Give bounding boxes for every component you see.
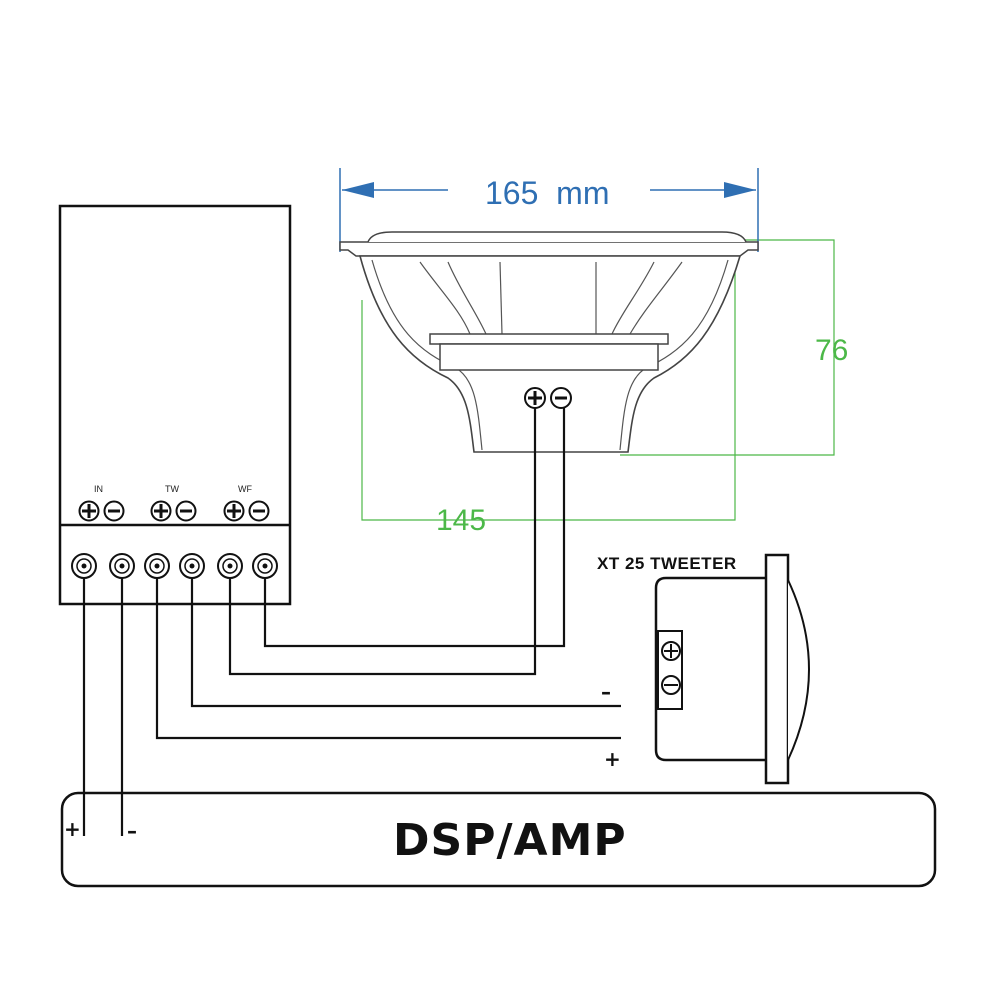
tweeter-body — [654, 576, 770, 762]
wiring — [82, 408, 621, 836]
minus-terminal-icon — [248, 500, 270, 522]
woofer-spoke-1 — [419, 261, 471, 335]
plus-terminal-icon — [223, 500, 245, 522]
wire-tw-minus — [190, 578, 621, 708]
minus-terminal-icon — [175, 500, 197, 522]
tweeter-plus-sign: + — [604, 747, 621, 771]
terminal-group-label-wf: WF — [238, 484, 252, 494]
amp-label: DSP/AMP — [393, 815, 627, 866]
screw-terminal-icon — [217, 553, 243, 579]
screw-terminal-icon — [71, 553, 97, 579]
screw-terminal-icon — [144, 553, 170, 579]
crossover-body — [58, 204, 292, 606]
terminal-group-label-in: IN — [94, 484, 103, 494]
woofer-rim — [367, 231, 747, 243]
woofer-spoke-3 — [499, 261, 503, 335]
screw-terminal-icon — [179, 553, 205, 579]
terminal-group-label-tw: TW — [165, 484, 179, 494]
plus-terminal-icon — [524, 387, 546, 409]
woofer-flange — [339, 241, 759, 257]
tweeter-label: XT 25 TWEETER — [597, 554, 737, 573]
woofer-mount-dimension-lines — [361, 255, 736, 521]
woofer-height-dimension-lines — [620, 239, 835, 456]
woofer: 165 mm 76 145 — [339, 168, 848, 537]
woofer-height-label: 76 — [815, 334, 848, 367]
woofer-spoke-2 — [447, 261, 487, 335]
tweeter-minus-sign: – — [601, 680, 611, 704]
tweeter-dome — [787, 579, 810, 761]
crossover: IN TW WF — [58, 204, 292, 606]
woofer-spoke-6 — [629, 261, 683, 335]
wire-wf-minus — [263, 408, 566, 648]
woofer-width-label: 165 mm — [485, 175, 609, 211]
plus-terminal-icon — [78, 500, 100, 522]
arrow-left-icon — [342, 182, 448, 198]
wire-tw-plus — [155, 578, 621, 740]
minus-terminal-icon — [550, 387, 572, 409]
minus-terminal-icon — [103, 500, 125, 522]
tweeter: XT 25 TWEETER – + — [597, 553, 810, 785]
amp-plus-sign: + — [64, 817, 81, 841]
screw-terminal-icon — [661, 641, 681, 661]
plus-terminal-icon — [150, 500, 172, 522]
screw-terminal-icon — [109, 553, 135, 579]
screw-terminal-icon — [661, 675, 681, 695]
amp-minus-sign: – — [127, 819, 137, 843]
woofer-spoke-5 — [611, 261, 655, 335]
woofer-magnet — [439, 343, 659, 371]
amp-body — [60, 791, 937, 888]
screw-terminal-icon — [252, 553, 278, 579]
tweeter-faceplate — [764, 553, 790, 785]
woofer-magnet-top — [429, 333, 669, 345]
woofer-mount-label: 145 — [436, 504, 486, 537]
wire-wf-plus — [228, 408, 537, 676]
dsp-amp: DSP/AMP + – — [60, 791, 937, 888]
arrow-right-icon — [650, 182, 756, 198]
